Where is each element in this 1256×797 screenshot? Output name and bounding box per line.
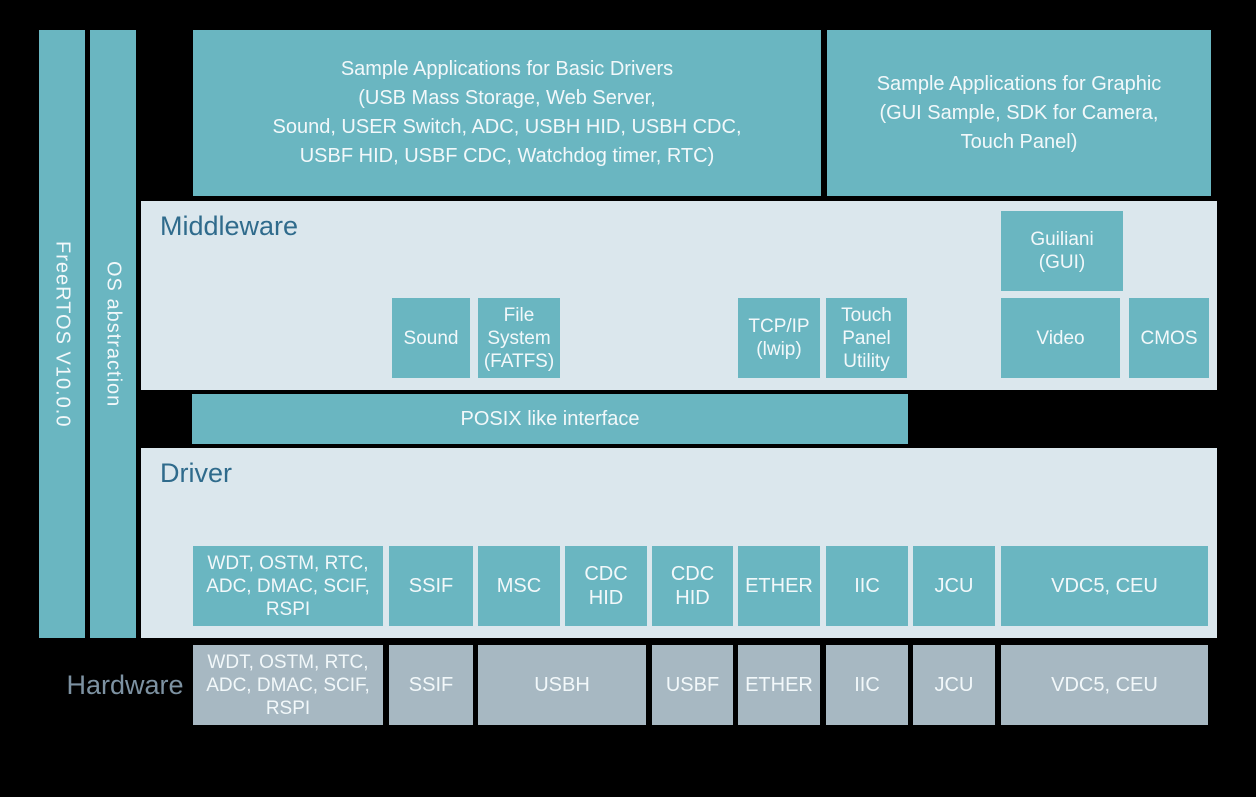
driver-box-cdc-hid-1: CDC HID [565, 546, 647, 626]
hardware-box-ssif: SSIF [389, 645, 473, 725]
os-abstraction-bar: OS abstraction [90, 30, 136, 638]
middleware-box-file-system-fatfs: File System (FATFS) [478, 298, 560, 378]
middleware-box-sound: Sound [392, 298, 470, 378]
driver-box-wdt-ostm-rtc-adc-dmac-scif-rspi: WDT, OSTM, RTC, ADC, DMAC, SCIF, RSPI [193, 546, 383, 626]
driver-panel: Driver WDT, OSTM, RTC, ADC, DMAC, SCIF, … [141, 448, 1217, 638]
posix-interface-bar: POSIX like interface [192, 394, 908, 444]
driver-box-ether: ETHER [738, 546, 820, 626]
hardware-box-jcu: JCU [913, 645, 995, 725]
driver-box-vdc5-ceu: VDC5, CEU [1001, 546, 1208, 626]
driver-box-iic: IIC [826, 546, 908, 626]
hardware-box-iic: IIC [826, 645, 908, 725]
sample-apps-graphic-box: Sample Applications for Graphic (GUI Sam… [827, 30, 1211, 196]
driver-box-jcu: JCU [913, 546, 995, 626]
freertos-bar-label: FreeRTOS V10.0.0 [51, 240, 74, 428]
middleware-box-video: Video [1001, 298, 1120, 378]
sample-apps-basic-drivers-box: Sample Applications for Basic Drivers (U… [193, 30, 821, 196]
driver-box-ssif: SSIF [389, 546, 473, 626]
hardware-box-vdc5-ceu: VDC5, CEU [1001, 645, 1208, 725]
hardware-box-wdt-ostm-rtc-adc-dmac-scif-rspi: WDT, OSTM, RTC, ADC, DMAC, SCIF, RSPI [193, 645, 383, 725]
middleware-box-cmos: CMOS [1129, 298, 1209, 378]
freertos-bar: FreeRTOS V10.0.0 [39, 30, 85, 638]
os-abstraction-bar-label: OS abstraction [102, 260, 125, 408]
driver-title: Driver [160, 458, 232, 488]
middleware-box-tcpip-lwip: TCP/IP (lwip) [738, 298, 820, 378]
hardware-box-usbh: USBH [478, 645, 646, 725]
hardware-box-ether: ETHER [738, 645, 820, 725]
hardware-box-usbf: USBF [652, 645, 733, 725]
driver-box-cdc-hid-2: CDC HID [652, 546, 733, 626]
driver-box-msc: MSC [478, 546, 560, 626]
middleware-panel: Middleware Sound File System (FATFS) TCP… [141, 201, 1217, 390]
middleware-box-guiliani-gui: Guiliani (GUI) [1001, 211, 1123, 291]
hardware-title: Hardware [66, 669, 184, 700]
middleware-title: Middleware [160, 211, 299, 241]
middleware-box-touch-panel-utility: Touch Panel Utility [826, 298, 907, 378]
